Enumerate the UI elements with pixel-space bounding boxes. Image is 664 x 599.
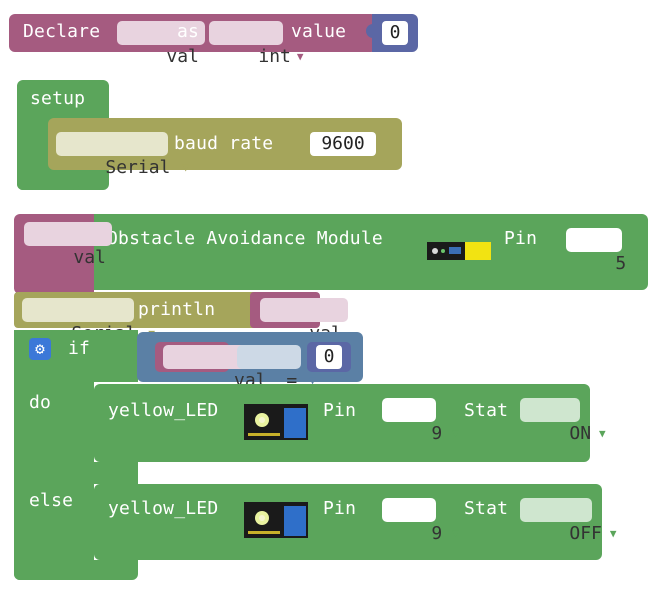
chevron-down-icon: ▼ [296, 50, 304, 63]
if-gear-button[interactable]: ⚙ [29, 338, 51, 360]
obstacle-pin-value: 5 [615, 253, 627, 274]
compare-value-block[interactable]: 0 [307, 342, 351, 372]
if-label: if [68, 338, 91, 359]
led-off-pin-value: 9 [431, 523, 443, 544]
declare-input-notch [366, 24, 374, 38]
compare-block[interactable]: val =▼ 0 [137, 332, 363, 391]
val-setter-block[interactable]: val [14, 214, 112, 294]
led-on-label: yellow_LED [108, 400, 219, 421]
declare-type-value: int [258, 46, 291, 67]
serial-option: Serial [105, 157, 171, 178]
println-val-field[interactable]: val [260, 298, 348, 344]
serial-dropdown[interactable]: Serial ▼ [56, 132, 189, 178]
led-off-stat-dropdown[interactable]: OFF ▼ [520, 498, 617, 544]
serial-println-block[interactable]: Serial▼ println [14, 292, 258, 344]
obstacle-module-block[interactable]: Obstacle Avoidance Module Pin 5▼ [86, 214, 648, 290]
declare-value-label: value [291, 21, 347, 42]
declare-value-block[interactable]: 0 [372, 14, 418, 52]
chevron-down-icon: ▼ [309, 374, 316, 387]
led-off-label: yellow_LED [108, 498, 219, 519]
println-label: println [138, 299, 216, 320]
println-serial-dropdown[interactable]: Serial▼ [22, 298, 155, 344]
obstacle-pin-dropdown[interactable]: 5▼ [566, 228, 645, 274]
led-on-stat-value: ON [569, 423, 592, 444]
val-setter-name: val [73, 247, 106, 268]
declare-prefix: Declare [23, 21, 101, 42]
chevron-down-icon: ▼ [609, 527, 617, 540]
if-block-mid [14, 462, 138, 484]
led-off-pin-label: Pin [323, 498, 357, 519]
setup-label: setup [30, 88, 86, 109]
chevron-down-icon: ▼ [638, 257, 645, 270]
led-off-pin-dropdown[interactable]: 9▼ [382, 498, 459, 544]
do-label: do [29, 392, 52, 413]
led-off-stat-label: Stat [464, 498, 509, 519]
gear-icon: ⚙ [35, 339, 45, 358]
led-on-pin-label: Pin [323, 400, 357, 421]
obstacle-module-label: Obstacle Avoidance Module [107, 228, 383, 249]
baud-rate-label: baud rate [174, 133, 274, 154]
declare-as-label: as [177, 21, 200, 42]
setup-bottom-bar [17, 168, 79, 190]
operator-dropdown[interactable]: =▼ [237, 345, 316, 391]
baud-value-block[interactable]: 9600 [298, 126, 388, 162]
chevron-down-icon: ▼ [182, 161, 190, 174]
declare-var-field[interactable]: val [117, 21, 205, 67]
obstacle-pin-label: Pin [504, 228, 538, 249]
declare-block[interactable]: Declare val as int ▼ value [9, 14, 377, 67]
baud-rate-value[interactable]: 9600 [310, 132, 376, 156]
compare-val-block[interactable]: val [155, 342, 273, 391]
println-val-block[interactable]: val [250, 292, 348, 344]
operator-value: = [286, 370, 298, 391]
declare-var-name: val [166, 46, 199, 67]
if-block-bottom [14, 560, 138, 580]
val-setter-var[interactable]: val [24, 222, 112, 268]
led-off-stat-value: OFF [569, 523, 602, 544]
led-module-icon [244, 502, 308, 538]
chevron-down-icon: ▼ [599, 427, 606, 440]
led-on-stat-dropdown[interactable]: ON ▼ [520, 398, 606, 444]
else-label: else [29, 490, 74, 511]
led-module-icon [244, 404, 308, 440]
led-on-block[interactable]: yellow_LED Pin 9▼ Stat ON▼ [94, 384, 606, 462]
declare-init-value[interactable]: 0 [382, 21, 408, 45]
compare-value[interactable]: 0 [316, 345, 342, 369]
declare-type-dropdown[interactable]: int ▼ [209, 21, 304, 67]
led-on-pin-dropdown[interactable]: 9▼ [382, 398, 459, 444]
led-on-pin-value: 9 [431, 423, 443, 444]
chevron-down-icon: ▼ [452, 527, 459, 540]
led-off-block[interactable]: yellow_LED Pin 9▼ Stat OFF▼ [94, 484, 617, 560]
chevron-down-icon: ▼ [452, 427, 459, 440]
led-on-stat-label: Stat [464, 400, 509, 421]
obstacle-sensor-icon [427, 242, 491, 260]
